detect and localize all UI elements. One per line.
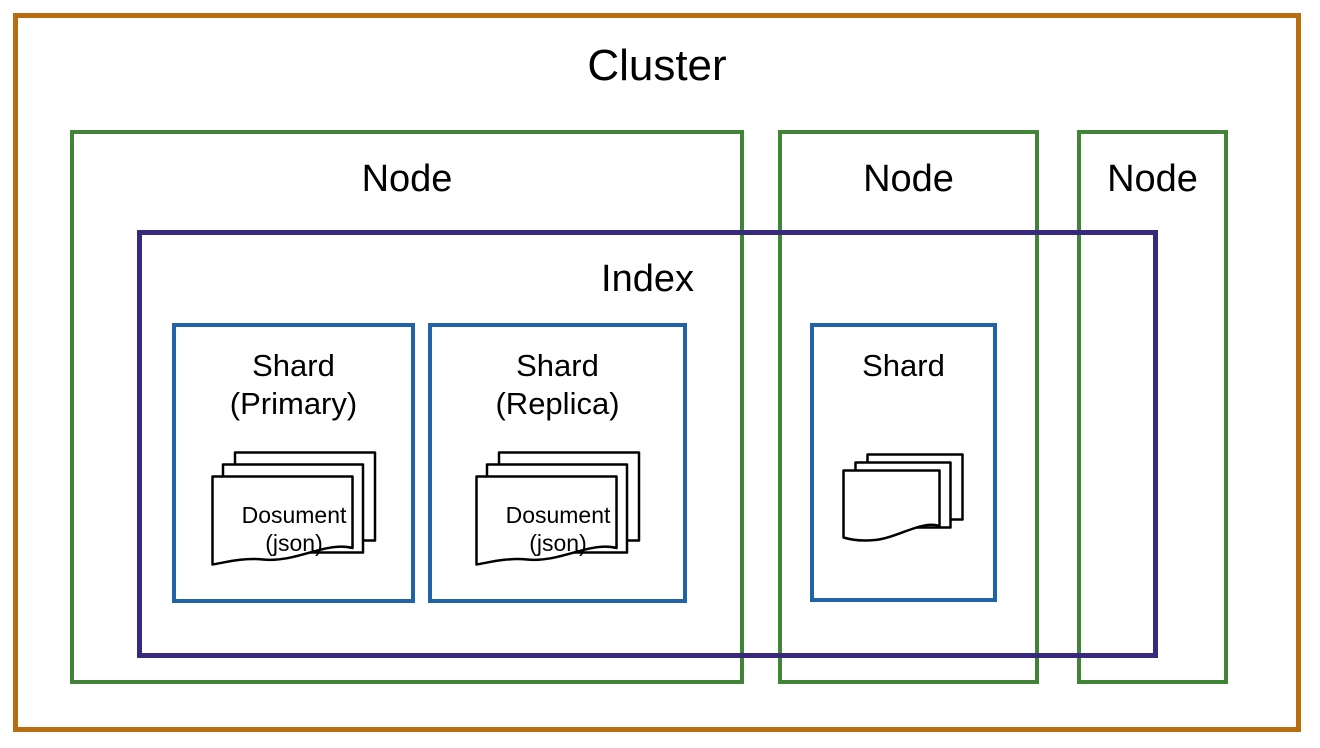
document-label-line2: (json) — [529, 530, 587, 556]
node-box-3: Node — [1077, 130, 1228, 684]
shard-primary-label: Shard (Primary) — [176, 347, 411, 423]
cluster-label: Cluster — [587, 41, 727, 90]
node-2-label: Node — [863, 158, 954, 200]
document-page-front — [210, 475, 354, 566]
node-box-2: Node — [778, 130, 1039, 684]
shard-replica-label: Shard (Replica) — [432, 347, 683, 423]
document-stack-icon: Dosument (json) — [474, 451, 640, 566]
index-box: Index — [137, 230, 1158, 658]
node-3-label: Node — [1107, 158, 1198, 200]
node-box-1: Node — [70, 130, 744, 684]
document-stack-icon — [841, 453, 964, 542]
document-page-front — [474, 475, 618, 566]
document-label-line1: Dosument — [505, 502, 610, 528]
shard-title: Shard — [516, 348, 599, 383]
shard-title: Shard — [252, 348, 335, 383]
shard-3-label: Shard — [814, 347, 993, 385]
shard-subtitle: (Replica) — [495, 386, 620, 421]
document-page-front — [841, 469, 941, 542]
index-label: Index — [601, 258, 694, 300]
shard-title: Shard — [862, 348, 945, 383]
node-1-label: Node — [361, 158, 453, 200]
document-stack-icon: Dosument (json) — [210, 451, 376, 566]
shard-box-primary: Shard (Primary) Dosument (json) — [172, 323, 415, 603]
document-label-line1: Dosument — [241, 502, 346, 528]
shard-box-replica: Shard (Replica) Dosument (json) — [428, 323, 687, 603]
shard-box-3: Shard — [810, 323, 997, 602]
shard-subtitle: (Primary) — [229, 386, 358, 421]
cluster-box: Cluster — [13, 13, 1301, 732]
document-label-line2: (json) — [265, 530, 323, 556]
